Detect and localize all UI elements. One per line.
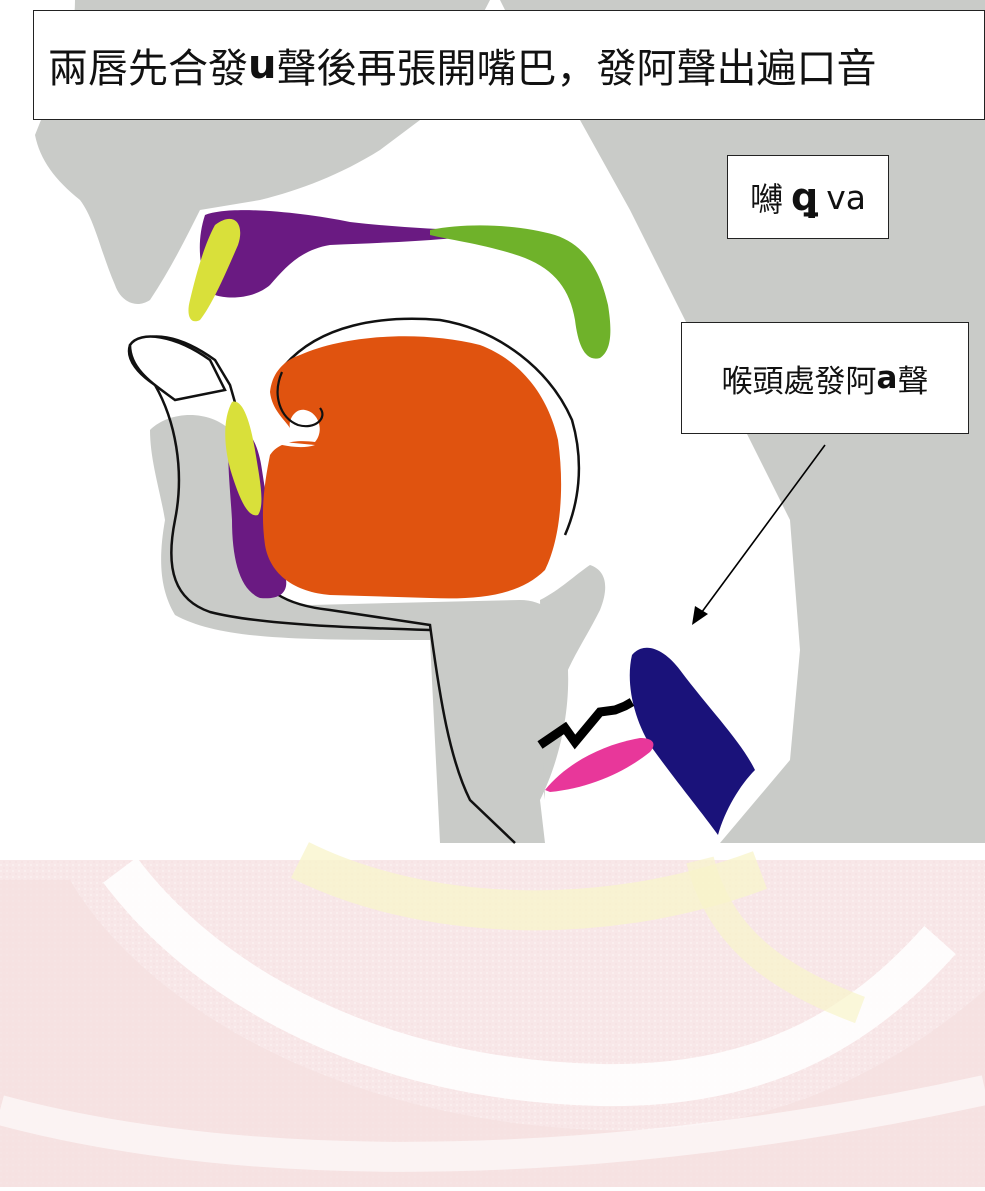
title-latin: u [248, 42, 276, 88]
upper-lip [200, 210, 492, 297]
syllable-prefix: 嚩 [750, 173, 783, 221]
larynx-suffix: 聲 [897, 356, 928, 401]
soft-palate [430, 225, 610, 358]
vocal-fold [545, 738, 653, 792]
title-part1: 兩唇先合發 [48, 36, 248, 94]
larynx-latin: a [877, 360, 898, 396]
larynx-prefix: 喉頭處發阿 [722, 356, 877, 401]
upper-teeth [130, 337, 225, 400]
tongue [263, 336, 561, 598]
watermark-background [0, 843, 985, 1187]
title-part2: 聲後再張開嘴巴，發阿聲出遍口音 [276, 36, 876, 94]
syllable-romanization: va [826, 178, 866, 217]
siddham-glyph: ꝗ [791, 175, 818, 219]
